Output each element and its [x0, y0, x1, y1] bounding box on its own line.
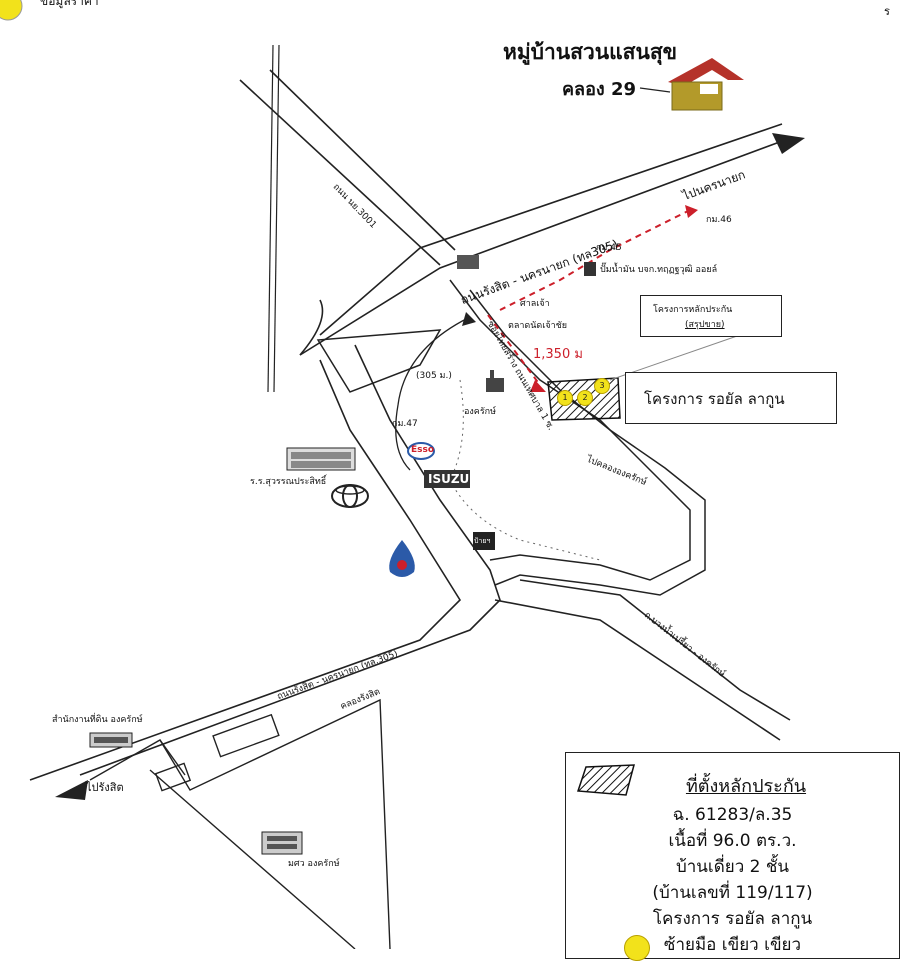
distance-label: 1,350 ม — [533, 347, 583, 362]
main-road-305 — [299, 123, 786, 356]
university-icon — [261, 831, 303, 855]
legend-extra: ซ้ายมือ เขียว เขียว — [663, 935, 802, 955]
lower-region — [89, 698, 391, 949]
ongkharak-label: องครักษ์ — [464, 407, 497, 417]
km45-label: กม.45 — [596, 243, 622, 253]
legend-heading: ที่ตั้งหลักประกัน — [685, 776, 807, 797]
project-callout: โครงการ รอยัล ลากูน — [625, 372, 837, 424]
collateral-callout-line1: โครงการหลักประกัน — [653, 305, 733, 315]
toyota-logo — [331, 484, 369, 508]
intersection — [316, 279, 706, 596]
temple-label: ศาลเจ้า — [520, 299, 550, 309]
legend-box: ที่ตั้งหลักประกัน ฉ. 61283/ล.35 เนื้อที่… — [565, 752, 900, 961]
legend-house-no: (บ้านเลขที่ 119/117) — [652, 883, 813, 903]
legend-deed: ฉ. 61283/ล.35 — [672, 805, 793, 825]
route-sign-label: (305 ม.) — [416, 371, 452, 381]
village-subtitle: คลอง 29 — [562, 79, 636, 100]
access-curve — [395, 317, 469, 471]
legend-project: โครงการ รอยัล ลากูน — [652, 909, 813, 929]
red-route — [487, 209, 691, 386]
land-office-icon — [89, 732, 133, 748]
isuzu-label: ISUZU — [428, 472, 470, 486]
gas-station-label: ปั๊มน้ำมัน บจก.ทฤฏฐวุฒิ ออยล์ — [600, 265, 718, 275]
legend-hatch-swatch — [576, 764, 635, 796]
lower-main-road — [29, 344, 791, 781]
university-label: มศว องครักษ์ — [288, 859, 340, 869]
factory-icon — [486, 370, 504, 392]
collateral-callout-line2: (สรุปขาย) — [685, 320, 725, 330]
top-left-marker — [0, 0, 23, 21]
esso-logo — [407, 442, 435, 460]
gas-station-icon — [584, 262, 596, 276]
rail-line — [267, 44, 280, 393]
collateral-callout: โครงการหลักประกัน (สรุปขาย) — [640, 295, 782, 337]
school-label: ร.ร.สุวรรณประสิทธิ์ — [250, 477, 327, 487]
project-callout-text: โครงการ รอยัล ลากูน — [644, 390, 785, 408]
sign-block-label: ป้ายฯ — [474, 537, 491, 545]
legend-area: เนื้อที่ 96.0 ตร.ว. — [668, 831, 797, 851]
legend-marker — [624, 935, 650, 961]
market-label: ตลาดนัดเจ้าชัย — [508, 321, 568, 331]
header-top-right: ร — [884, 5, 890, 18]
temple-icon — [457, 255, 479, 269]
house-icon — [639, 58, 744, 111]
school-icon — [286, 447, 356, 471]
isuzu-logo — [424, 470, 470, 488]
km47-label: กม.47 — [392, 419, 418, 429]
arrow-nakhon-nayok — [772, 133, 805, 154]
plot-marker-3: 3 — [594, 378, 610, 394]
ptt-logo — [389, 540, 415, 577]
plot-marker-1: 1 — [557, 390, 573, 406]
sign-block — [473, 532, 495, 550]
header-top-left: ข้อมูลราคา — [40, 0, 99, 8]
plot-marker-2: 2 — [577, 390, 593, 406]
to-rangsit-label: ไปรังสิต — [86, 781, 124, 794]
legend-house-type: บ้านเดี่ยว 2 ชั้น — [675, 857, 790, 877]
arrow-rangsit — [55, 780, 88, 800]
km46-label: กม.46 — [706, 215, 732, 225]
road-nr3001 — [239, 69, 456, 266]
village-title: หมู่บ้านสวนแสนสุข — [503, 40, 678, 64]
land-office-label: สำนักงานที่ดิน องครักษ์ — [52, 715, 143, 725]
esso-label: Esso — [411, 445, 435, 455]
